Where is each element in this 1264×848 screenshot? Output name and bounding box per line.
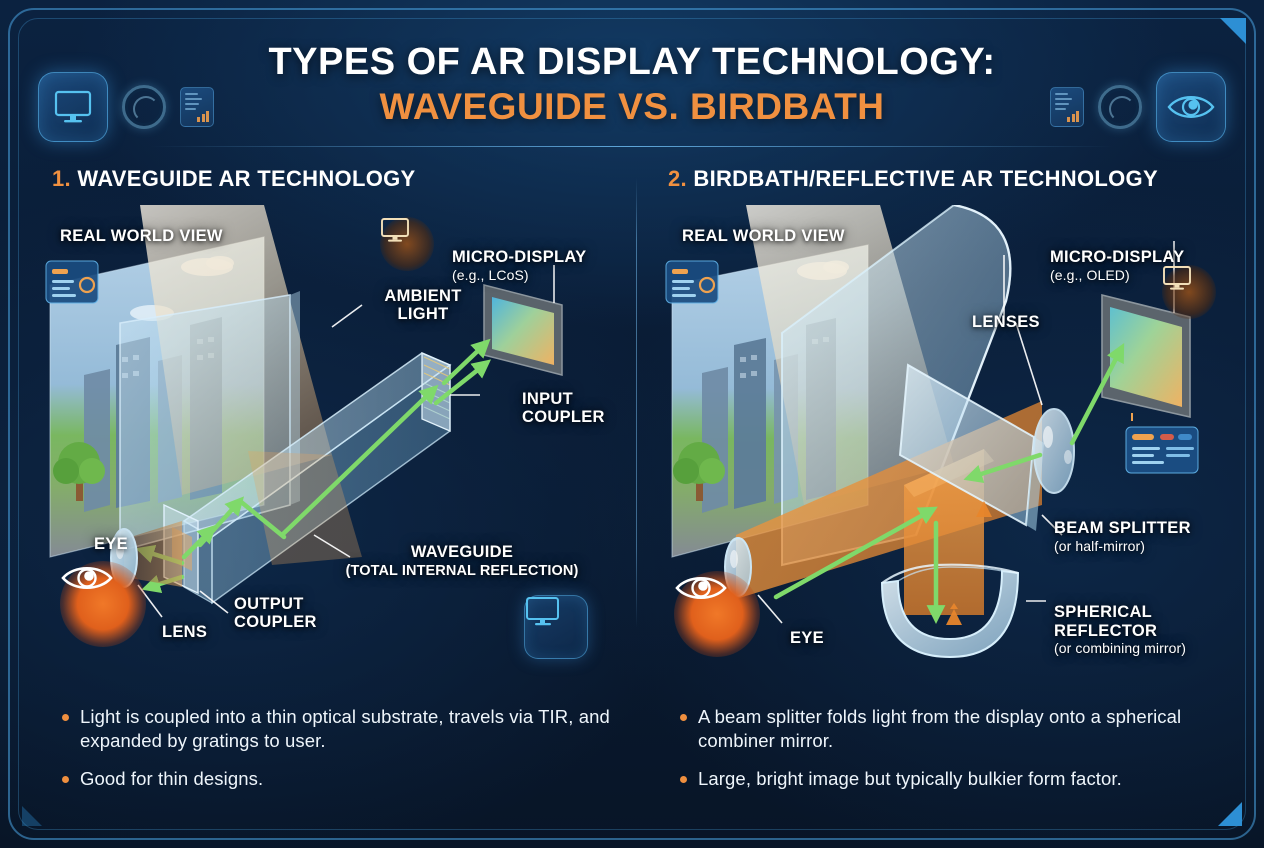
- micro-display-badge-icon: [1162, 265, 1216, 319]
- eye-glow-icon: [674, 571, 760, 657]
- monitor-icon: [1163, 266, 1191, 290]
- bullet-text: Light is coupled into a thin optical sub…: [80, 705, 610, 752]
- label-waveguide-sub: (TOTAL INTERNAL REFLECTION): [345, 562, 579, 579]
- micro-display-panel: [1101, 241, 1191, 419]
- label-waveguide: WAVEGUIDE (TOTAL INTERNAL REFLECTION): [332, 525, 592, 598]
- corner-accent-bottom-right: [1218, 802, 1242, 826]
- report-card-icon: [1050, 87, 1084, 127]
- label-micro-display-sub: (e.g., OLED): [1050, 266, 1130, 283]
- label-real-world-view: REAL WORLD VIEW: [682, 227, 845, 245]
- curved-visor: [781, 205, 1012, 567]
- label-micro-display: MICRO-DISPLAY (e.g., LCoS): [452, 230, 586, 302]
- page-title: TYPES OF AR DISPLAY TECHNOLOGY:: [268, 41, 996, 83]
- label-spherical-reflector-text: SPHERICAL REFLECTOR: [1054, 603, 1158, 640]
- section-number: 2.: [668, 166, 687, 191]
- report-card-icon: [180, 87, 214, 127]
- label-lens: LENS: [162, 623, 208, 641]
- lens-ring-icon: [1098, 85, 1142, 129]
- label-beam-splitter: BEAM SPLITTER (or half-mirror): [1054, 501, 1191, 573]
- leader-lines: [137, 304, 480, 618]
- label-waveguide-text: WAVEGUIDE: [410, 543, 514, 562]
- poster-header: TYPES OF AR DISPLAY TECHNOLOGY: WAVEGUID…: [0, 30, 1264, 148]
- section-title: WAVEGUIDE AR TECHNOLOGY: [77, 166, 416, 191]
- lens-group: [1033, 408, 1075, 494]
- corner-accent-bottom-left: [22, 806, 42, 826]
- monitor-icon: [38, 72, 108, 142]
- label-eye: EYE: [790, 629, 824, 647]
- label-micro-display-text: MICRO-DISPLAY: [1050, 248, 1185, 267]
- list-item: A beam splitter folds light from the dis…: [680, 705, 1260, 754]
- waveguide-bullet-list: Light is coupled into a thin optical sub…: [62, 705, 642, 804]
- eye-glow-icon: [60, 561, 146, 647]
- page-subtitle: WAVEGUIDE VS. BIRDBATH: [379, 86, 885, 128]
- label-beam-splitter-text: BEAM SPLITTER: [1054, 519, 1191, 538]
- light-ray-path: [773, 343, 1125, 624]
- column-divider: [636, 178, 637, 628]
- bullet-dot-icon: [62, 713, 69, 721]
- label-lenses: LENSES: [972, 313, 1040, 331]
- birdbath-diagram: REAL WORLD VIEW MICRO-DISPLAY (e.g., OLE…: [654, 205, 1254, 675]
- list-item: Large, bright image but typically bulkie…: [680, 767, 1260, 791]
- light-ray-path: [135, 338, 492, 594]
- eye-icon: [61, 566, 113, 590]
- header-icons-right: [1050, 72, 1226, 142]
- waveguide-diagram: REAL WORLD VIEW AMBIENT LIGHT MICRO-DISP…: [32, 205, 632, 675]
- bullet-text: Good for thin designs.: [80, 767, 264, 789]
- label-input-coupler: INPUT COUPLER: [522, 390, 605, 427]
- floating-hud-card: [1125, 413, 1199, 474]
- waveguide-diagram-svg: [45, 205, 563, 618]
- bullet-text: Large, bright image but typically bulkie…: [698, 767, 1122, 789]
- bullet-dot-icon: [680, 713, 687, 721]
- eye-icon: [1156, 72, 1226, 142]
- monitor-tile-icon: [524, 595, 588, 659]
- label-micro-display-sub: (e.g., LCoS): [452, 266, 529, 283]
- lens-ring-icon: [122, 85, 166, 129]
- label-output-coupler: OUTPUT COUPLER: [234, 595, 317, 632]
- label-micro-display-text: MICRO-DISPLAY: [452, 248, 587, 267]
- label-micro-display: MICRO-DISPLAY (e.g., OLED): [1050, 230, 1184, 302]
- birdbath-diagram-svg: [665, 205, 1199, 659]
- section-title: BIRDBATH/REFLECTIVE AR TECHNOLOGY: [693, 166, 1158, 191]
- header-icons-left: [38, 72, 214, 142]
- eye-beam: [124, 521, 182, 587]
- input-coupler: [421, 352, 451, 432]
- title-block: TYPES OF AR DISPLAY TECHNOLOGY: WAVEGUID…: [0, 30, 1264, 129]
- orange-flow-arrows: [946, 501, 992, 625]
- label-ambient-light: AMBIENT LIGHT: [384, 287, 462, 324]
- list-item: Good for thin designs.: [62, 767, 642, 791]
- monitor-icon: [381, 218, 409, 242]
- section-heading-birdbath: 2. BIRDBATH/REFLECTIVE AR TECHNOLOGY: [668, 166, 1158, 192]
- micro-display-badge-icon: [380, 217, 434, 271]
- list-item: Light is coupled into a thin optical sub…: [62, 705, 642, 754]
- bullet-text: A beam splitter folds light from the dis…: [698, 705, 1182, 752]
- section-number: 1.: [52, 166, 71, 191]
- title-divider-rule: [150, 146, 1114, 147]
- eye-icon: [675, 576, 727, 600]
- scene-hud-card: [665, 260, 719, 304]
- label-spherical-reflector-sub: (or combining mirror): [1054, 640, 1187, 657]
- label-beam-splitter-sub: (or half-mirror): [1054, 537, 1146, 554]
- label-spherical-reflector: SPHERICAL REFLECTOR (or combining mirror…: [1054, 585, 1186, 676]
- section-heading-waveguide: 1. WAVEGUIDE AR TECHNOLOGY: [52, 166, 416, 192]
- micro-display-panel: [483, 265, 563, 376]
- label-eye: EYE: [94, 535, 128, 553]
- birdbath-bullet-list: A beam splitter folds light from the dis…: [680, 705, 1260, 804]
- leader-lines: [757, 255, 1063, 624]
- label-real-world-view: REAL WORLD VIEW: [60, 227, 223, 245]
- scene-hud-card: [45, 260, 99, 304]
- bullet-dot-icon: [62, 775, 69, 783]
- bullet-dot-icon: [680, 775, 687, 783]
